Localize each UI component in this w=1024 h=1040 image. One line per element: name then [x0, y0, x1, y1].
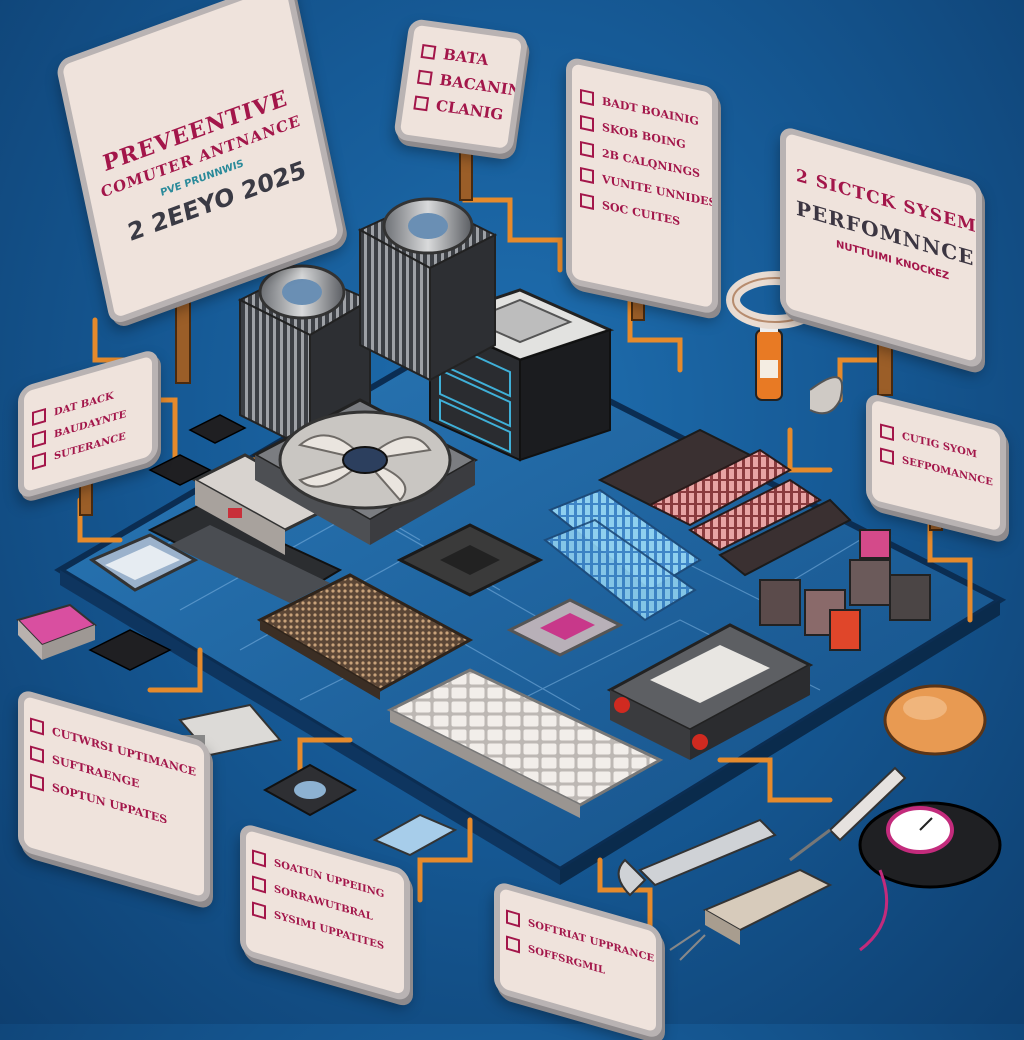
cpu-socket — [396, 523, 544, 597]
wrench — [617, 818, 777, 897]
sign-bottom-center-list: SOATUN UPPEIING SORRAWUTBRAL SYSIMI UPPA… — [252, 849, 384, 953]
list-item: CLANIG — [434, 96, 505, 124]
sign-data-backup: BATA BACANING CLANIG — [393, 18, 529, 156]
cable-tie — [809, 376, 843, 415]
keyboard — [386, 668, 664, 818]
ram-modules-blue — [543, 488, 702, 622]
sign-bottom-right-list: SOFTRIAT UPPRANCE SOFFSRGMIL — [506, 909, 654, 991]
capacitor-cluster — [759, 529, 931, 651]
list-item: BACANING — [438, 70, 529, 102]
chip — [506, 598, 624, 657]
cpu-cooler-right — [357, 197, 498, 382]
ram-modules-red — [597, 428, 852, 577]
ssd-card — [372, 813, 458, 857]
mouse — [883, 684, 987, 756]
sign-right-mid-list: CUTIG SYOM SEFPOMANNCE — [880, 423, 993, 489]
expansion-slots — [147, 503, 343, 603]
eraser — [16, 603, 97, 660]
hard-drive — [606, 623, 814, 760]
heatsink — [256, 573, 474, 700]
mouse-gauge — [858, 801, 1002, 952]
screwdriver — [789, 766, 907, 862]
motherboard-edge — [60, 570, 560, 885]
pcie-card — [191, 453, 339, 555]
sign-bottom-left-list: CUTWRSI UPTIMANCE SUFTRAENGE SOPTUN UPPA… — [30, 717, 196, 835]
sign-top-right-items: BADT BOAINIG SKOB BOING 2B CALQNINGS VUN… — [580, 88, 716, 236]
sign-left-list: DAT BACK BAUDAYNTE SUTERANCE — [32, 385, 126, 470]
ssd — [88, 533, 199, 592]
list-item: SOC CUITES — [602, 198, 681, 228]
thermal-paste — [755, 318, 783, 401]
chip-module — [262, 763, 358, 817]
sign-top-center-list: BATA BACANING CLANIG — [413, 42, 529, 128]
case-fan — [251, 398, 479, 545]
list-item: SKOB BOING — [602, 120, 686, 151]
list-item: BATA — [442, 45, 490, 70]
motherboard-edge-right — [560, 600, 1000, 885]
sign-top-right-list: BADT BOAINIG SKOB BOING 2B CALQNINGS VUN… — [566, 56, 718, 316]
pliers — [669, 868, 833, 961]
small-chips — [88, 414, 247, 671]
